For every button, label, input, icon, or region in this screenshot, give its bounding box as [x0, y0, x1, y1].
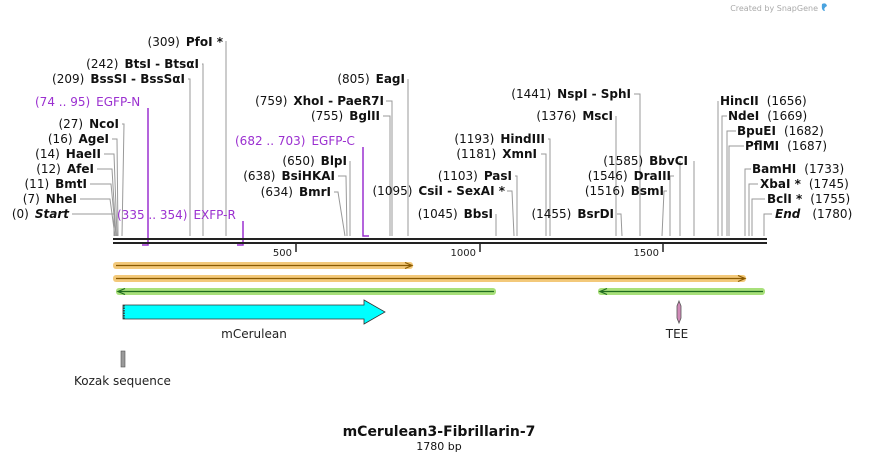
orf-orange-2 — [113, 274, 747, 283]
site-label-bsihkai[interactable]: (638)BsiHKAI — [243, 169, 335, 183]
snapgene-logo-icon — [821, 3, 827, 12]
mcerulean-feature-arrow[interactable] — [122, 299, 386, 325]
site-label-bamhi[interactable]: BamHI(1733) — [752, 162, 844, 176]
site-label-bmti[interactable]: (11)BmtI — [25, 177, 88, 191]
site-label-bglii[interactable]: (755)BglII — [311, 109, 380, 123]
tee-feature-marker[interactable] — [676, 299, 682, 325]
site-label-nspi[interactable]: (1441)NspI - SphI — [511, 87, 631, 101]
site-label-bsssi[interactable]: (209)BssSI - BssSαI — [52, 72, 185, 86]
site-label-pflmi[interactable]: PflMI(1687) — [745, 139, 827, 153]
site-label-haeii[interactable]: (14)HaeII — [35, 147, 101, 161]
plasmid-size: 1780 bp — [416, 440, 461, 453]
site-label-xmni[interactable]: (1181)XmnI — [456, 147, 537, 161]
site-labels-left: (0)Start (7)NheI (11)BmtI (12)AfeI (14)H… — [12, 35, 224, 221]
site-label-xbai[interactable]: XbaI *(1745) — [760, 177, 849, 191]
ruler-tick-1500: 1500 — [634, 248, 659, 259]
site-label-btsi[interactable]: (242)BtsI - BtsαI — [86, 57, 199, 71]
site-lines-right — [717, 101, 772, 236]
kozak-feature-marker[interactable] — [120, 350, 126, 368]
site-label-bsrdi[interactable]: (1455)BsrDI — [531, 207, 614, 221]
primer-label-egfp-c[interactable]: (682 .. 703)EGFP-C — [235, 134, 355, 148]
site-lines-left — [72, 41, 227, 237]
site-labels-right: HincII(1656) NdeI(1669) BpuEI(1682) PflM… — [720, 94, 852, 221]
primer-label-exfp-r[interactable]: (335 .. 354)EXFP-R — [117, 208, 236, 222]
primer-label-egfp-n[interactable]: (74 .. 95)EGFP-N — [35, 95, 140, 109]
tee-label: TEE — [665, 327, 689, 341]
site-label-agei[interactable]: (16)AgeI — [48, 132, 109, 146]
mcerulean-label: mCerulean — [221, 327, 287, 341]
site-label-ndei[interactable]: NdeI(1669) — [728, 109, 807, 123]
site-label-pfoi[interactable]: (309)PfoI * — [148, 35, 224, 49]
ruler-tick-1000: 1000 — [451, 248, 476, 259]
site-label-hincii[interactable]: HincII(1656) — [720, 94, 807, 108]
primer-lines — [142, 108, 369, 246]
site-label-bpuei[interactable]: BpuEI(1682) — [737, 124, 824, 138]
site-label-start[interactable]: (0)Start — [12, 207, 70, 221]
watermark-text: Created by SnapGene — [730, 4, 818, 13]
site-label-csii[interactable]: (1095)CsiI - SexAI * — [373, 184, 506, 198]
site-label-xhoi[interactable]: (759)XhoI - PaeR7I — [255, 94, 384, 108]
site-label-end[interactable]: End(1780) — [775, 207, 852, 221]
site-label-bmri[interactable]: (634)BmrI — [261, 185, 331, 199]
dna-backbone — [113, 238, 767, 244]
kozak-label: Kozak sequence — [74, 374, 171, 388]
ruler-tick-500: 500 — [273, 248, 292, 259]
site-lines-middle — [334, 79, 695, 237]
site-label-bbvci[interactable]: (1585)BbvCI — [603, 154, 688, 168]
plasmid-name: mCerulean3-Fibrillarin-7 — [343, 424, 536, 440]
site-label-pasi[interactable]: (1103)PasI — [438, 169, 512, 183]
site-label-bsmi[interactable]: (1516)BsmI — [585, 184, 664, 198]
ruler — [295, 244, 664, 252]
site-label-ncoi[interactable]: (27)NcoI — [58, 117, 119, 131]
site-labels-middle: (634)BmrI (638)BsiHKAI (650)BlpI (755)Bg… — [243, 72, 688, 221]
site-label-hindiii[interactable]: (1193)HindIII — [454, 132, 545, 146]
site-label-bcli[interactable]: BclI *(1755) — [767, 192, 850, 206]
site-label-draiii[interactable]: (1546)DraIII — [588, 169, 671, 183]
orf-orange-1 — [113, 261, 414, 270]
site-label-afei[interactable]: (12)AfeI — [36, 162, 94, 176]
site-label-nhei[interactable]: (7)NheI — [23, 192, 77, 206]
site-label-blpi[interactable]: (650)BlpI — [282, 154, 347, 168]
site-label-msci[interactable]: (1376)MscI — [536, 109, 613, 123]
primer-labels: (74 .. 95)EGFP-N (335 .. 354)EXFP-R (682… — [35, 95, 355, 222]
orf-green-2 — [598, 287, 765, 296]
site-label-bbsi[interactable]: (1045)BbsI — [418, 207, 493, 221]
site-label-eagi[interactable]: (805)EagI — [337, 72, 405, 86]
orf-green-1 — [116, 287, 496, 296]
